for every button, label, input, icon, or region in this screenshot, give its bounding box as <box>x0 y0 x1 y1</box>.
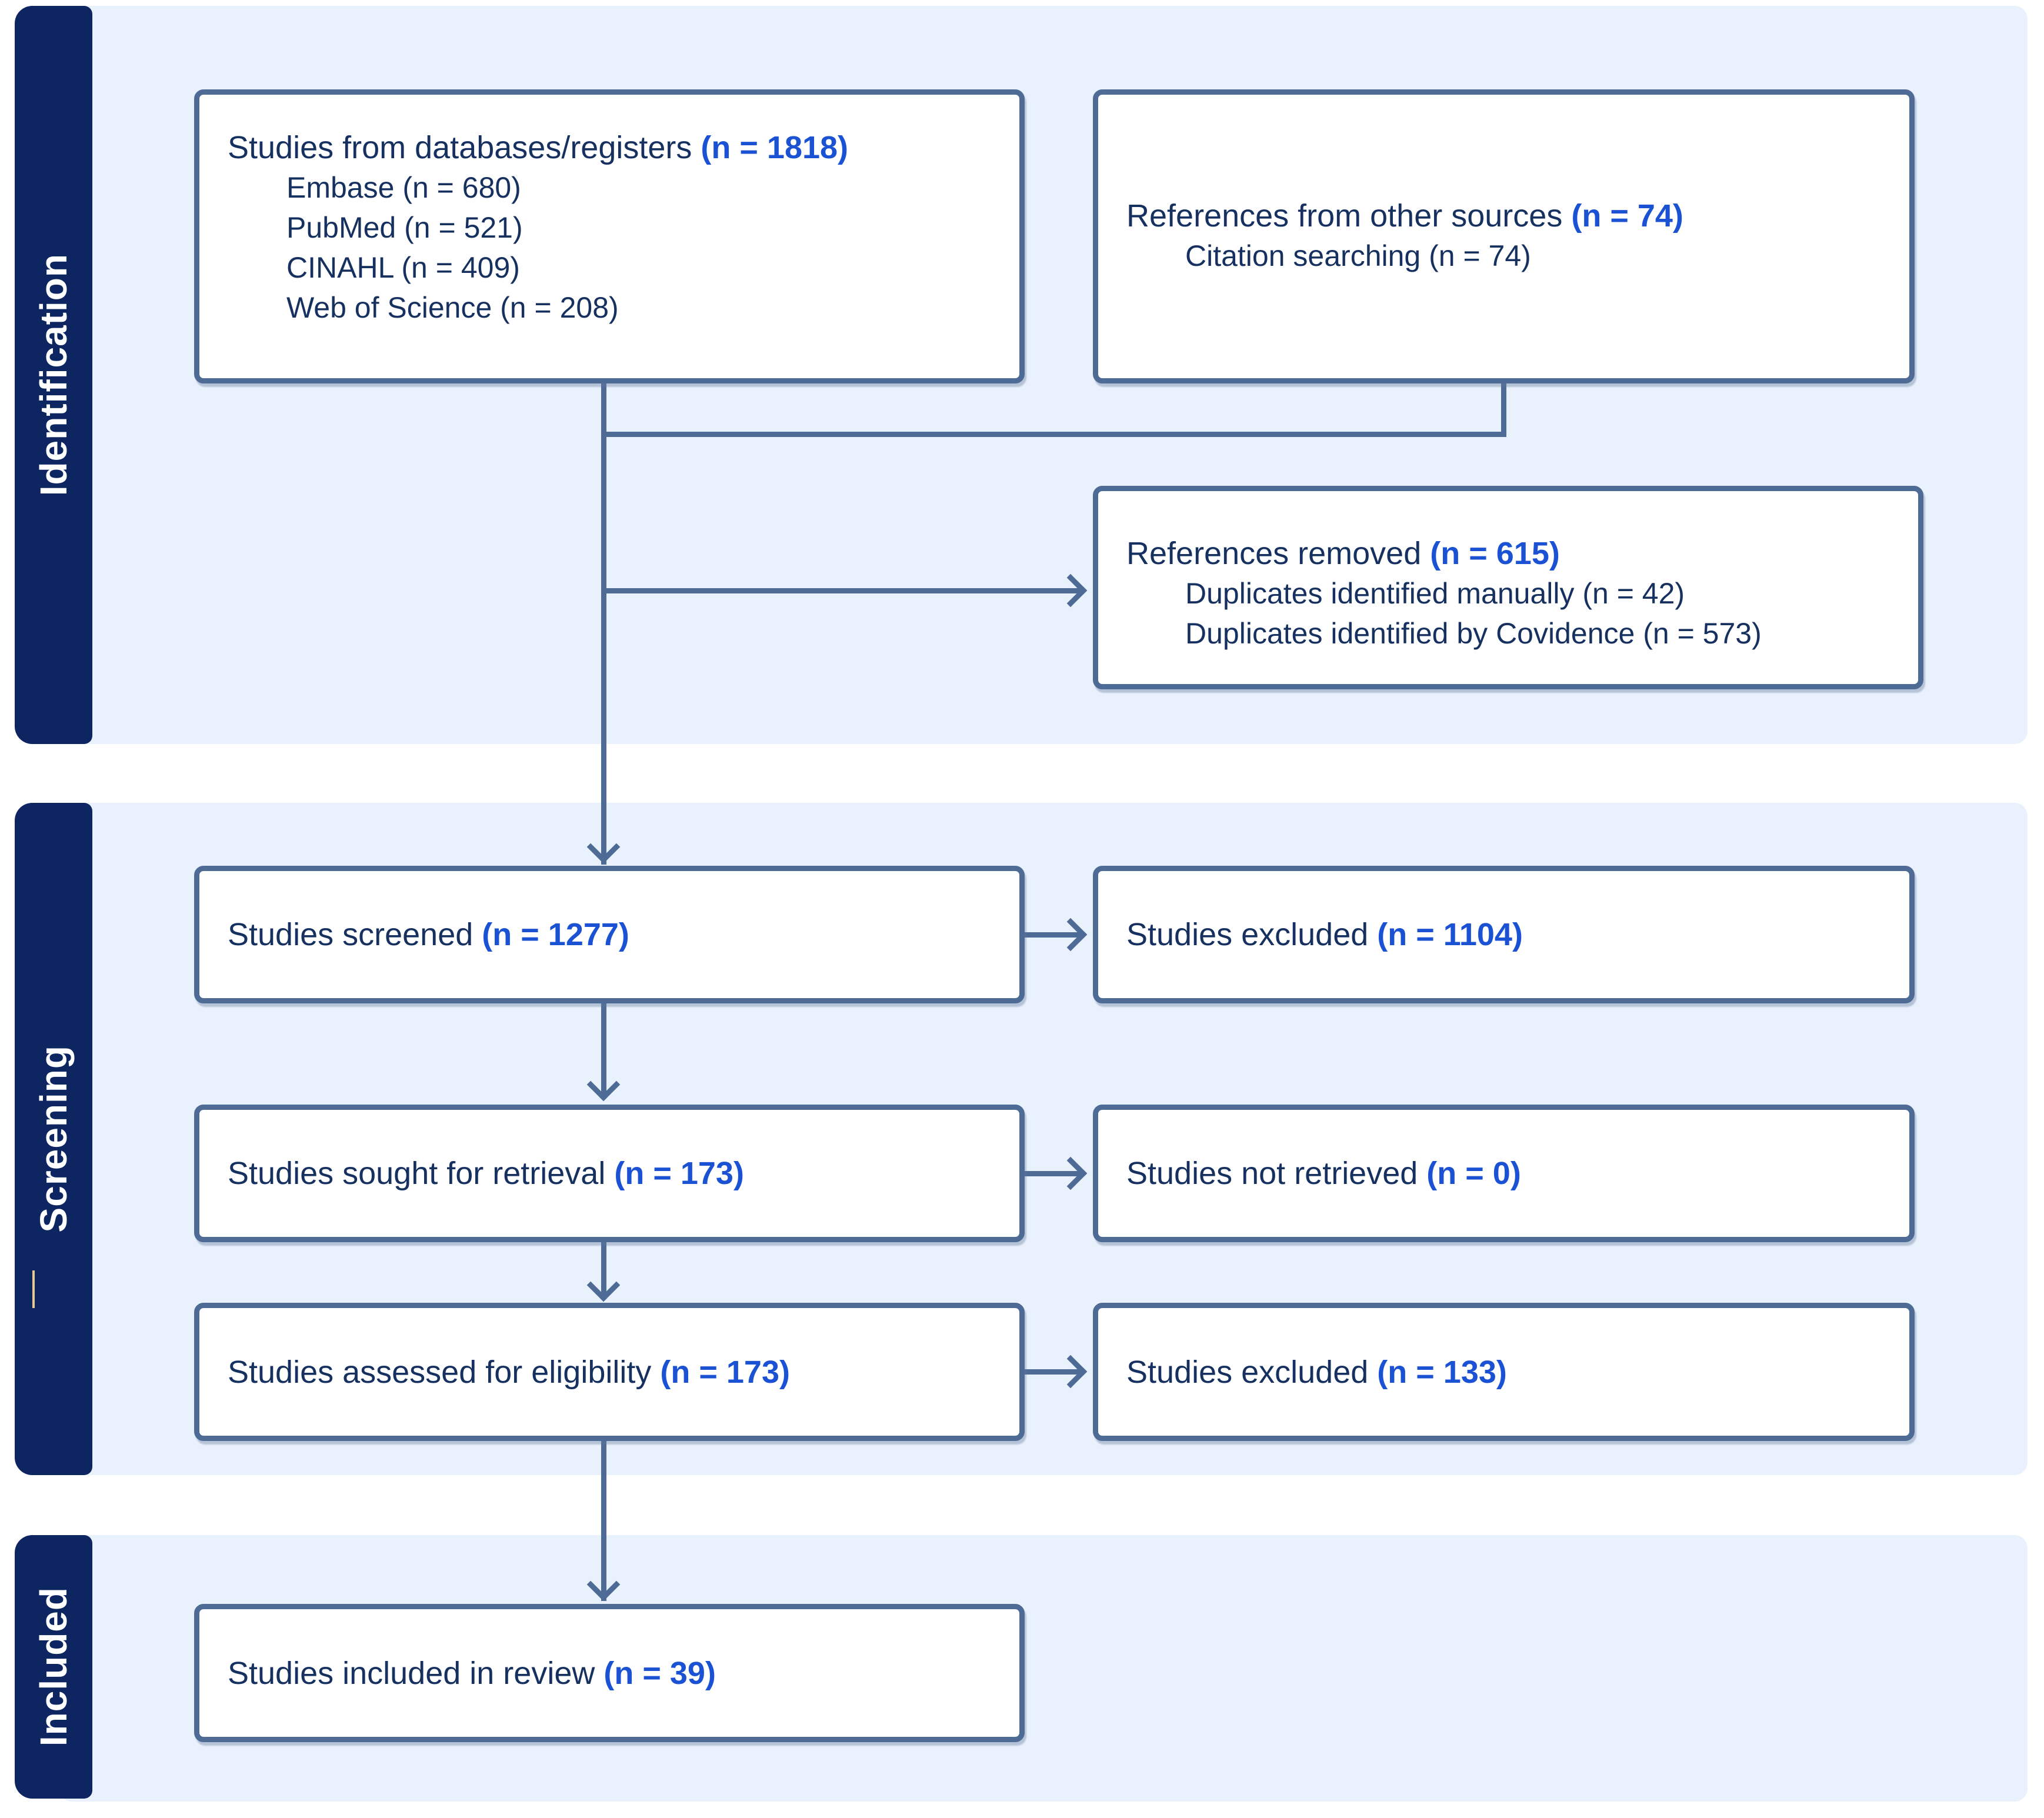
not-retrieved-box: Studies not retrieved (n = 0) <box>1093 1105 1915 1242</box>
cursor-artifact <box>32 1270 35 1308</box>
databases-item: Web of Science (n = 208) <box>286 291 619 324</box>
screened-count: (n = 1277) <box>482 917 629 952</box>
connector-sought-to-assessed <box>601 1242 606 1299</box>
sought-title: Studies sought for retrieval (n = 173) <box>228 1156 744 1191</box>
connector-assessed-to-included <box>601 1441 606 1601</box>
excluded-screening-title: Studies excluded (n = 1104) <box>1126 917 1523 952</box>
connector-row4-horizontal <box>1025 1369 1080 1375</box>
databases-item: PubMed (n = 521) <box>286 211 523 244</box>
references-removed-title: References removed (n = 615) <box>1126 536 1560 571</box>
excluded-eligibility-count: (n = 133) <box>1377 1354 1507 1390</box>
databases-box: Studies from databases/registers (n = 18… <box>194 89 1025 383</box>
references-removed-item: Duplicates identified manually (n = 42) <box>1185 577 1685 610</box>
connector-main-vertical <box>601 382 606 865</box>
connector-row3-horizontal <box>1025 1171 1080 1176</box>
included-label: Included <box>32 1587 75 1747</box>
not-retrieved-count: (n = 0) <box>1426 1156 1521 1191</box>
assessed-box: Studies assessed for eligibility (n = 17… <box>194 1303 1025 1441</box>
connector-removed-horizontal <box>601 588 1080 593</box>
included-title: Studies included in review (n = 39) <box>228 1655 716 1691</box>
references-removed-item: Duplicates identified by Covidence (n = … <box>1185 617 1762 650</box>
databases-item: Embase (n = 680) <box>286 171 521 204</box>
assessed-count: (n = 173) <box>660 1354 790 1390</box>
screening-sidebar: Screening <box>15 803 92 1475</box>
excluded-screening-box: Studies excluded (n = 1104) <box>1093 866 1915 1003</box>
included-box: Studies included in review (n = 39) <box>194 1604 1025 1742</box>
excluded-eligibility-title: Studies excluded (n = 133) <box>1126 1354 1507 1390</box>
assessed-title: Studies assessed for eligibility (n = 17… <box>228 1354 790 1390</box>
other-sources-title: References from other sources (n = 74) <box>1126 198 1683 233</box>
included-count: (n = 39) <box>603 1655 716 1691</box>
screened-box: Studies screened (n = 1277) <box>194 866 1025 1003</box>
screened-title: Studies screened (n = 1277) <box>228 917 629 952</box>
databases-item: CINAHL (n = 409) <box>286 251 520 284</box>
excluded-screening-count: (n = 1104) <box>1377 917 1523 952</box>
other-sources-item: Citation searching (n = 74) <box>1185 239 1531 272</box>
not-retrieved-title: Studies not retrieved (n = 0) <box>1126 1156 1521 1191</box>
connector-other-sources-vertical <box>1501 382 1506 436</box>
sought-count: (n = 173) <box>614 1156 744 1191</box>
identification-sidebar: Identification <box>15 6 92 744</box>
excluded-eligibility-box: Studies excluded (n = 133) <box>1093 1303 1915 1441</box>
connector-row2-horizontal <box>1025 932 1080 938</box>
connector-screened-to-sought <box>601 1003 606 1099</box>
other-sources-count: (n = 74) <box>1571 198 1683 233</box>
references-removed-box: References removed (n = 615) Duplicates … <box>1093 486 1923 689</box>
included-sidebar: Included <box>15 1535 92 1799</box>
screening-label: Screening <box>32 1045 75 1233</box>
connector-other-sources-horizontal <box>601 432 1506 437</box>
other-sources-box: References from other sources (n = 74) C… <box>1093 89 1915 383</box>
references-removed-count: (n = 615) <box>1430 536 1560 571</box>
identification-label: Identification <box>32 253 75 496</box>
databases-count: (n = 1818) <box>701 130 849 165</box>
sought-box: Studies sought for retrieval (n = 173) <box>194 1105 1025 1242</box>
databases-title: Studies from databases/registers (n = 18… <box>228 130 849 165</box>
